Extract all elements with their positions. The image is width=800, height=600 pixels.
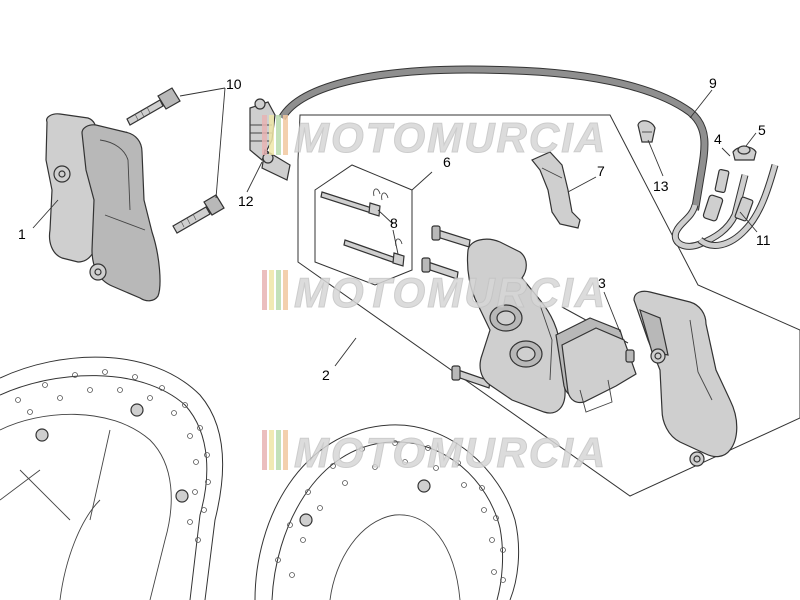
watermark-top: MOTOMURCIA <box>262 114 607 162</box>
hose-clamp <box>637 120 656 143</box>
callout-labels: 1 2 3 4 5 6 7 8 9 10 11 12 13 <box>18 75 771 383</box>
callout-2: 2 <box>322 367 330 383</box>
caliper-left <box>45 113 161 302</box>
brake-disc-left <box>0 356 224 600</box>
assembly-frame-6 <box>314 164 413 286</box>
callout-13: 13 <box>653 178 669 194</box>
callout-12: 12 <box>238 193 254 209</box>
brake-disc-right <box>254 424 520 600</box>
hose-bracket <box>531 151 581 229</box>
callout-8: 8 <box>390 215 398 231</box>
watermark-text: MOTOMURCIA <box>294 114 607 161</box>
caliper-body-center <box>466 238 566 414</box>
callout-5: 5 <box>758 122 766 138</box>
caliper-right <box>633 290 738 467</box>
callout-7: 7 <box>597 163 605 179</box>
caliper-bolt-lower <box>172 194 225 234</box>
watermark-middle: MOTOMURCIA <box>262 269 607 317</box>
callout-3: 3 <box>598 275 606 291</box>
assembly-frame-2 <box>297 114 800 497</box>
callout-9: 9 <box>709 75 717 91</box>
leader-lines <box>32 87 758 367</box>
watermark-text: MOTOMURCIA <box>294 429 607 476</box>
caliper-bolt-upper <box>126 87 181 126</box>
bleed-nipple <box>732 145 757 161</box>
watermark-text: MOTOMURCIA <box>294 269 607 316</box>
brake-pads <box>555 317 637 413</box>
watermark-bottom: MOTOMURCIA <box>262 429 607 477</box>
caliper-support-bolts <box>421 225 491 389</box>
callout-4: 4 <box>714 131 722 147</box>
pad-pins <box>320 188 405 267</box>
callout-11: 11 <box>756 232 771 248</box>
hose-fittings <box>671 164 779 250</box>
callout-6: 6 <box>443 154 451 170</box>
callout-1: 1 <box>18 226 26 242</box>
callout-10: 10 <box>226 76 242 92</box>
